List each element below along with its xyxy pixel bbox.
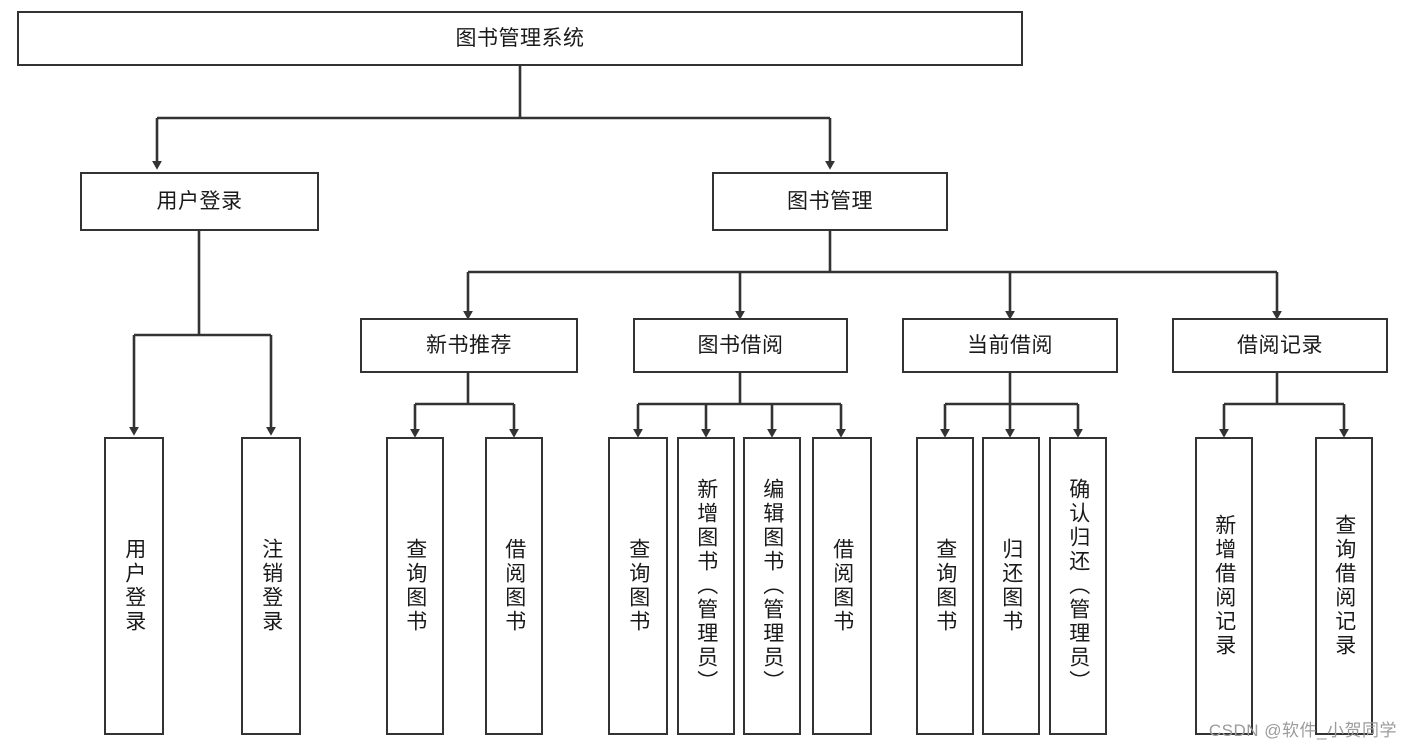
node-root-book-management-system[interactable]: 图书管理系统	[17, 11, 1023, 66]
node-label: 查询图书	[933, 538, 957, 634]
node-label: 确认归还（管理员）	[1066, 478, 1090, 694]
leaf-new-book-borrow[interactable]: 借阅图书	[485, 437, 543, 735]
leaf-book-borrow-edit-admin[interactable]: 编辑图书（管理员）	[743, 437, 801, 735]
node-label: 新增借阅记录	[1212, 514, 1236, 658]
leaf-current-borrow-query[interactable]: 查询图书	[916, 437, 974, 735]
leaf-borrow-record-add[interactable]: 新增借阅记录	[1195, 437, 1253, 735]
node-new-book-recommend[interactable]: 新书推荐	[360, 318, 578, 373]
node-label: 注销登录	[259, 538, 283, 634]
node-label: 借阅图书	[830, 538, 854, 634]
node-label: 新书推荐	[426, 333, 512, 357]
node-label: 查询借阅记录	[1332, 514, 1356, 658]
node-book-borrow[interactable]: 图书借阅	[633, 318, 848, 373]
leaf-new-book-query[interactable]: 查询图书	[386, 437, 444, 735]
leaf-current-borrow-confirm-admin[interactable]: 确认归还（管理员）	[1049, 437, 1107, 735]
node-label: 编辑图书（管理员）	[760, 478, 784, 694]
node-label: 查询图书	[626, 538, 650, 634]
node-current-borrow[interactable]: 当前借阅	[902, 318, 1118, 373]
node-label: 查询图书	[403, 538, 427, 634]
node-book-management[interactable]: 图书管理	[712, 172, 948, 231]
node-label: 图书管理	[787, 189, 873, 213]
node-label: 图书管理系统	[455, 26, 585, 50]
node-label: 用户登录	[122, 538, 146, 634]
node-label: 图书借阅	[697, 333, 784, 357]
leaf-borrow-record-query[interactable]: 查询借阅记录	[1315, 437, 1373, 735]
node-label: 借阅图书	[502, 538, 526, 634]
node-label: 用户登录	[156, 189, 243, 213]
leaf-user-login-logout[interactable]: 注销登录	[241, 437, 301, 735]
node-user-login[interactable]: 用户登录	[80, 172, 319, 231]
node-borrow-record[interactable]: 借阅记录	[1172, 318, 1388, 373]
leaf-current-borrow-return[interactable]: 归还图书	[982, 437, 1040, 735]
leaf-book-borrow-query[interactable]: 查询图书	[608, 437, 668, 735]
node-label: 新增图书（管理员）	[694, 478, 718, 694]
csdn-watermark: CSDN @软件_小贺同学	[1208, 721, 1397, 740]
leaf-book-borrow-add-admin[interactable]: 新增图书（管理员）	[677, 437, 735, 735]
node-label: 借阅记录	[1237, 333, 1323, 357]
leaf-book-borrow-borrow[interactable]: 借阅图书	[812, 437, 872, 735]
node-label: 当前借阅	[967, 333, 1053, 357]
leaf-user-login-login[interactable]: 用户登录	[104, 437, 164, 735]
node-label: 归还图书	[999, 538, 1023, 634]
